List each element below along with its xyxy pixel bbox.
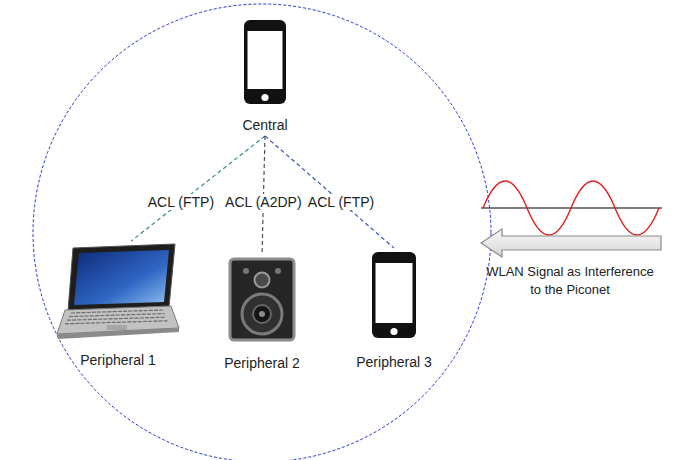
link-label: ACL (A2DP) [222, 194, 305, 210]
phone-icon [370, 250, 418, 340]
link-label: ACL (FTP) [305, 194, 377, 210]
interference-note: WLAN Signal as Interference to the Picon… [482, 263, 658, 299]
laptop-peripheral: Peripheral 1 [52, 243, 184, 368]
central-device: Central [225, 18, 305, 133]
link-label: ACL (FTP) [145, 194, 217, 210]
piconet-boundary [33, 4, 491, 460]
acl-link [131, 136, 265, 241]
phone-icon [242, 18, 288, 106]
sine-wave [483, 181, 659, 235]
device-label: Peripheral 1 [80, 352, 156, 368]
device-label: Central [242, 117, 287, 133]
laptop-icon [55, 243, 181, 341]
device-label: Peripheral 3 [356, 354, 432, 370]
interference-arrow [481, 229, 661, 257]
speaker-icon [228, 257, 296, 342]
device-label: Peripheral 2 [224, 355, 300, 371]
speaker-peripheral: Peripheral 2 [217, 257, 307, 371]
phone-peripheral: Peripheral 3 [359, 250, 429, 370]
acl-link [265, 136, 394, 248]
